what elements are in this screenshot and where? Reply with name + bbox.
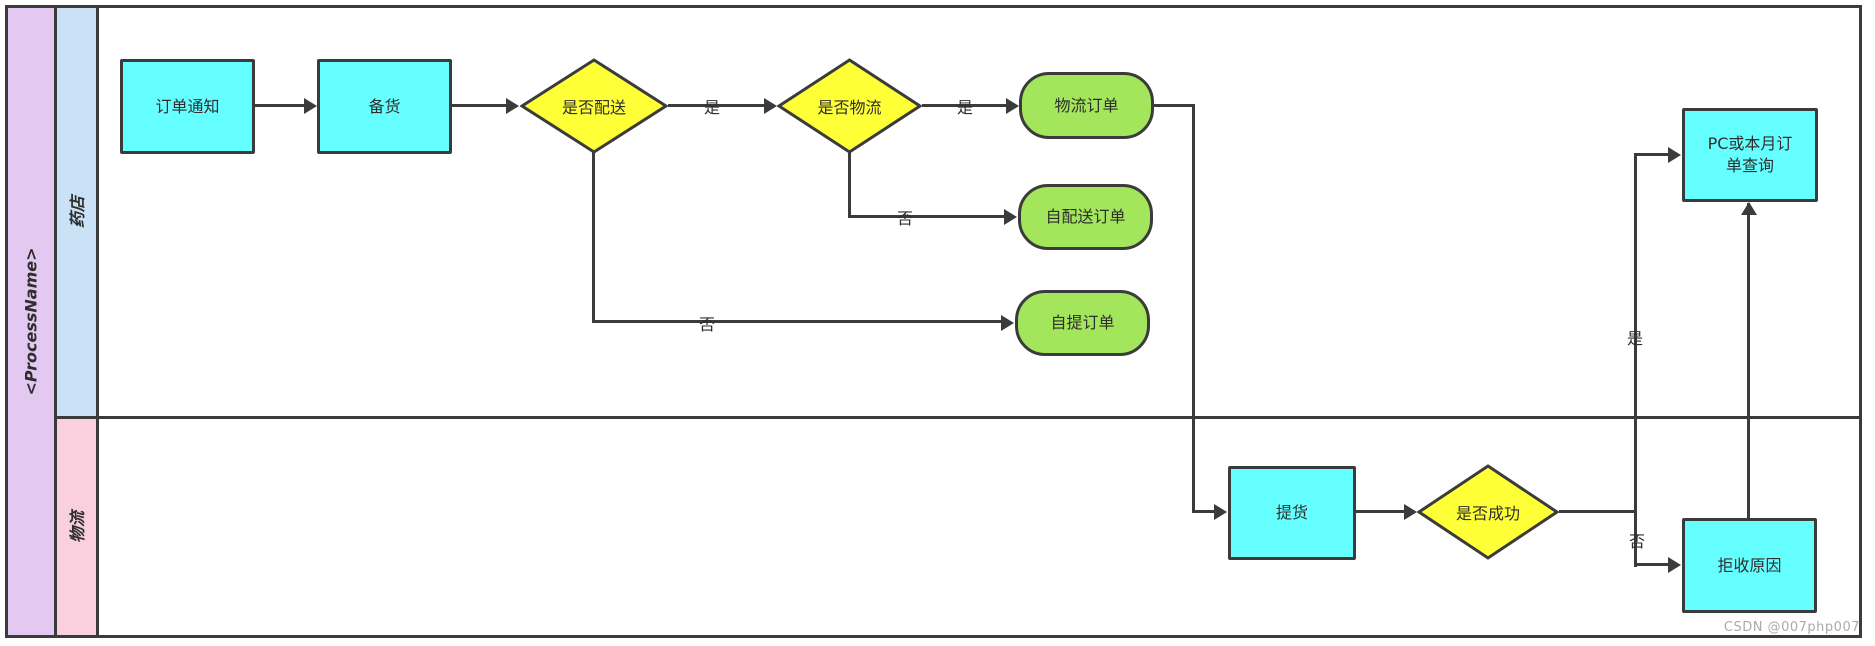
connector-islogistics-no-horizontal [848,215,1005,218]
edge-label-no-delivery: 否 [698,315,716,334]
decision-is-logistics: 是否物流 [777,58,922,154]
connector-into-pickup [1192,510,1216,513]
connector-yes-into-pcquery [1634,153,1670,156]
node-prepare-goods-label: 备货 [368,96,401,116]
node-order-notice: 订单通知 [120,59,255,154]
terminal-logistics-order-label: 物流订单 [1054,95,1119,115]
terminal-self-delivery-order: 自配送订单 [1018,184,1153,250]
lane-header-pharmacy: 药店 [54,5,99,419]
edge-label-no-logistics: 否 [896,209,914,228]
diamond-shape-icon [1417,464,1559,560]
node-pickup: 提货 [1228,466,1356,560]
connector-no-into-rejectreason [1634,563,1670,566]
connector-isdelivery-no-vertical [592,150,595,323]
connector-prepare-isdelivery [452,104,506,107]
decision-is-delivery-label: 是否配送 [561,98,626,117]
connector-isdelivery-no-horizontal [592,320,1002,323]
lane-label-pharmacy: 药店 [68,195,88,229]
node-reject-reason: 拒收原因 [1682,518,1817,613]
process-name-column: <ProcessName> [5,5,57,638]
arrowhead-notice-prepare [304,98,317,114]
node-pc-order-query: PC或本月订单查询 [1682,108,1818,202]
terminal-self-pickup-order-label: 自提订单 [1050,313,1115,333]
decision-is-logistics-label: 是否物流 [817,98,882,117]
arrowhead-isdelivery-islogistics [764,98,777,114]
node-pickup-label: 提货 [1275,503,1308,523]
lane-label-logistics: 物流 [68,510,88,544]
decision-is-success-label: 是否成功 [1455,504,1520,523]
connector-islogistics-logisticsorder [922,104,1007,107]
arrowhead-rejectreason [1668,557,1681,573]
arrowhead-pickup [1214,504,1227,520]
diamond-shape-icon [777,58,922,154]
terminal-self-delivery-order-label: 自配送订单 [1045,207,1126,227]
diamond-shape-icon [520,58,668,154]
edge-label-yes-success: 是 [1626,329,1644,348]
arrowhead-selfpickup [1001,315,1014,331]
arrowhead-pcquery-left [1668,147,1681,163]
arrowhead-islogistics-logisticsorder [1006,98,1019,114]
decision-is-success: 是否成功 [1417,464,1559,560]
connector-logisticsorder-down [1192,104,1195,512]
edge-label-yes-logistics: 是 [956,98,974,117]
node-prepare-goods: 备货 [317,59,452,154]
watermark: CSDN @007php007 [1723,620,1860,635]
lane-header-logistics: 物流 [54,416,99,638]
arrowhead-pcquery-bottom [1741,202,1757,215]
arrowhead-prepare-isdelivery [506,98,519,114]
connector-notice-prepare [255,104,305,107]
arrowhead-selfdelivery [1004,209,1017,225]
lane-separator [57,416,1862,419]
terminal-self-pickup-order: 自提订单 [1015,290,1150,356]
terminal-logistics-order: 物流订单 [1019,72,1154,139]
process-name-label: <ProcessName> [21,247,41,396]
connector-issuccess-out [1559,510,1636,513]
connector-issuccess-branch-vertical [1634,153,1637,567]
arrowhead-issuccess [1404,504,1417,520]
node-pc-order-query-label: PC或本月订单查询 [1707,134,1793,175]
connector-pickup-issuccess [1356,510,1405,513]
edge-label-no-success: 否 [1628,532,1646,551]
connector-rejectreason-pcquery [1747,203,1750,518]
decision-is-delivery: 是否配送 [520,58,668,154]
connector-logisticsorder-out [1154,104,1194,107]
node-reject-reason-label: 拒收原因 [1717,555,1782,575]
connector-islogistics-no-vertical [848,152,851,218]
edge-label-yes-delivery: 是 [703,98,721,117]
node-order-notice-label: 订单通知 [155,96,220,116]
connector-isdelivery-islogistics [668,104,765,107]
